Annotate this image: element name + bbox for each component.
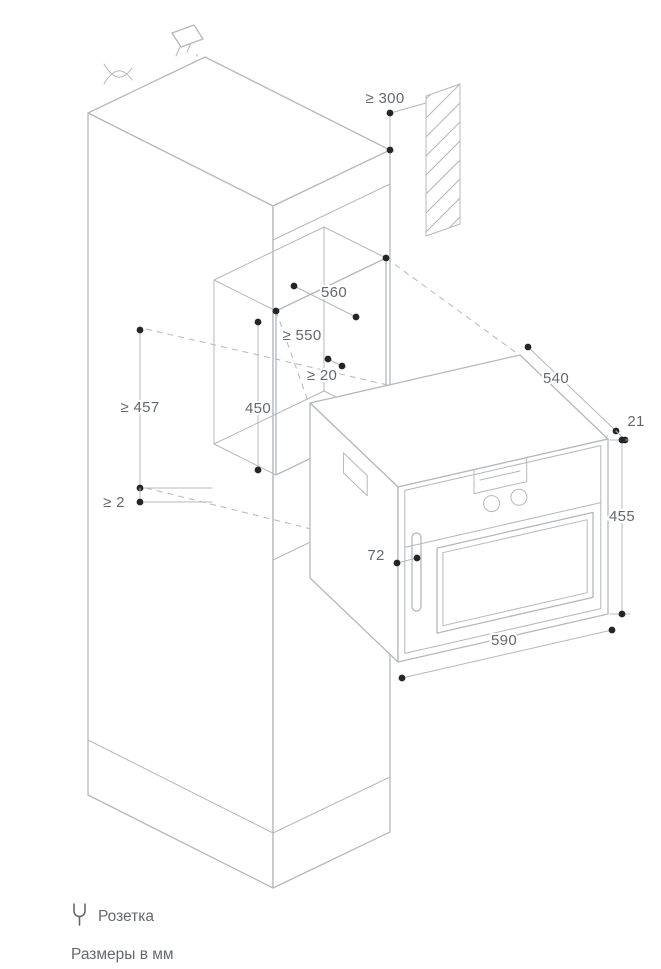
dim-front-protrusion: 21 — [615, 411, 646, 444]
control-knob — [510, 488, 528, 506]
door-handle — [411, 532, 422, 612]
break-mark — [103, 63, 133, 78]
wall-reference-line — [393, 102, 427, 113]
cabinet-seam — [272, 183, 391, 241]
niche — [213, 226, 387, 476]
dim-clearance-top: ≥ 300 — [364, 88, 406, 154]
dim-appliance-depth: 540 — [524, 343, 620, 435]
display-detail — [479, 470, 521, 481]
dim-clearance-bottom: ≥ 2 — [101, 487, 213, 513]
door-window — [436, 511, 594, 634]
dim-label-clearance-top: ≥ 300 — [366, 90, 405, 107]
door-window-inner — [442, 519, 588, 627]
units-label: Размеры в мм — [71, 946, 174, 963]
cabinet-plinth — [272, 776, 391, 834]
dim-appliance-width: 590 — [398, 626, 616, 682]
oven-front-frame — [404, 445, 602, 654]
dim-label-appliance-depth: 540 — [543, 370, 569, 387]
dim-niche-depth: ≥ 550 — [281, 282, 360, 346]
socket-icon — [73, 903, 86, 926]
dim-handle-offset: 72 — [365, 545, 421, 567]
dim-label-handle-offset: 72 — [367, 547, 384, 564]
niche-back-wall — [213, 226, 325, 445]
plug-icon — [171, 24, 204, 48]
dim-clearance-height: ≥ 457 — [119, 326, 161, 492]
wall-section — [393, 83, 461, 237]
control-knob — [483, 495, 501, 513]
break-mark — [103, 70, 133, 85]
dim-appliance-height: 455 — [607, 436, 637, 618]
dim-label-appliance-width: 590 — [491, 632, 517, 649]
oven — [309, 354, 609, 663]
control-panel-separator — [404, 502, 602, 548]
dim-label-clearance-height: ≥ 457 — [121, 399, 160, 416]
vent-slot — [342, 452, 368, 497]
wall-hatching — [426, 84, 460, 236]
dim-label-niche-width: 560 — [321, 284, 347, 301]
dim-niche-width: 560 — [272, 254, 390, 315]
dim-niche-height: 450 — [243, 318, 273, 474]
socket-label: Розетка — [98, 908, 154, 925]
dim-label-appliance-height: 455 — [609, 508, 635, 525]
cabinet-plinth — [87, 739, 274, 834]
legend: Розетка Размеры в мм — [71, 903, 174, 963]
dim-label-front-protrusion: 21 — [627, 413, 644, 430]
dim-label-niche-depth: ≥ 550 — [283, 327, 322, 344]
dim-label-clearance-rear: ≥ 20 — [307, 367, 337, 384]
display-panel — [473, 457, 528, 495]
dim-label-niche-height: 450 — [245, 400, 271, 417]
dim-label-clearance-bottom: ≥ 2 — [103, 494, 125, 511]
dim-clearance-rear: ≥ 20 — [305, 355, 346, 386]
